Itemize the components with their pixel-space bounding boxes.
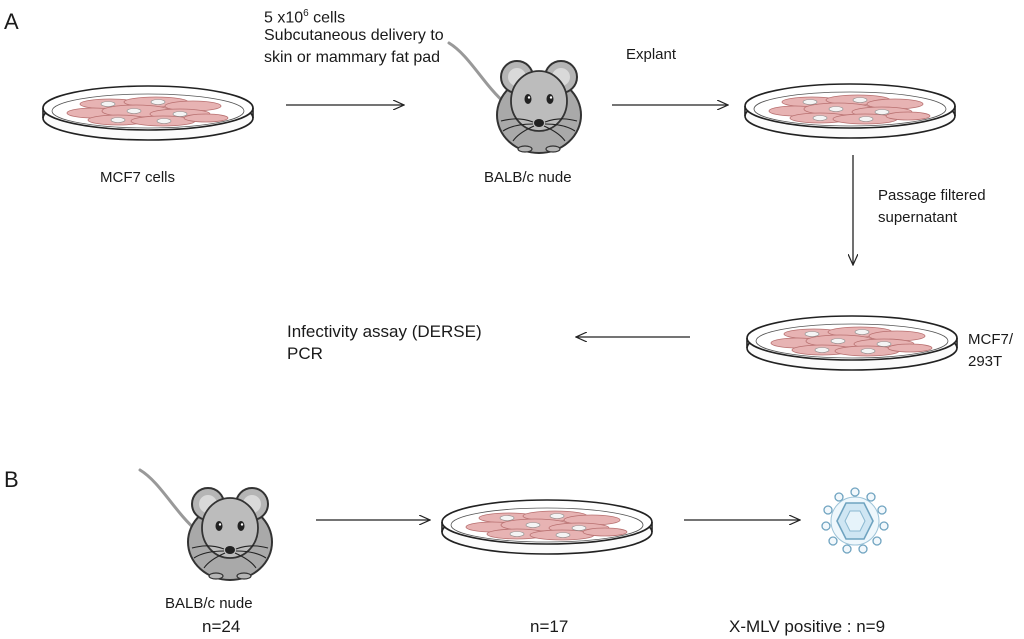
passage-label-line1: Passage filtered bbox=[878, 187, 986, 204]
mouse-count-label: n=24 bbox=[202, 617, 241, 636]
delivery-dose-exponent: 6 bbox=[303, 8, 309, 19]
target-cells-label-line1: MCF7/ bbox=[968, 331, 1013, 348]
panel-a-letter: A bbox=[4, 9, 19, 34]
delivery-dose-suffix: cells bbox=[308, 9, 346, 27]
petri-dish-icon bbox=[441, 499, 653, 555]
explant-label: Explant bbox=[626, 46, 677, 63]
mouse-icon bbox=[447, 41, 583, 155]
petri-dish-icon bbox=[744, 83, 956, 139]
virus-positive-label: X-MLV positive : n=9 bbox=[729, 617, 886, 636]
target-cells-label-line2: 293T bbox=[968, 353, 1003, 370]
mouse-icon bbox=[138, 468, 274, 582]
virus-particle-icon bbox=[821, 487, 889, 554]
dish-count-label: n=17 bbox=[530, 617, 569, 636]
mouse-strain-label-b: BALB/c nude bbox=[165, 595, 253, 612]
assay-label-line1: Infectivity assay (DERSE) bbox=[287, 322, 482, 341]
passage-label-line2: supernatant bbox=[878, 209, 958, 226]
delivery-dose-prefix: 5 x10 bbox=[264, 9, 304, 27]
delivery-site-label: skin or mammary fat pad bbox=[264, 49, 441, 66]
petri-dish-icon bbox=[746, 315, 958, 371]
mouse-strain-label: BALB/c nude bbox=[484, 169, 572, 186]
panel-b-letter: B bbox=[4, 467, 19, 492]
source-cells-label: MCF7 cells bbox=[100, 169, 176, 186]
petri-dish-icon bbox=[42, 85, 254, 141]
delivery-dose-label: 5 x106 cells bbox=[264, 4, 345, 28]
delivery-route-label: Subcutaneous delivery to bbox=[264, 27, 444, 44]
assay-label-line2: PCR bbox=[287, 344, 323, 363]
